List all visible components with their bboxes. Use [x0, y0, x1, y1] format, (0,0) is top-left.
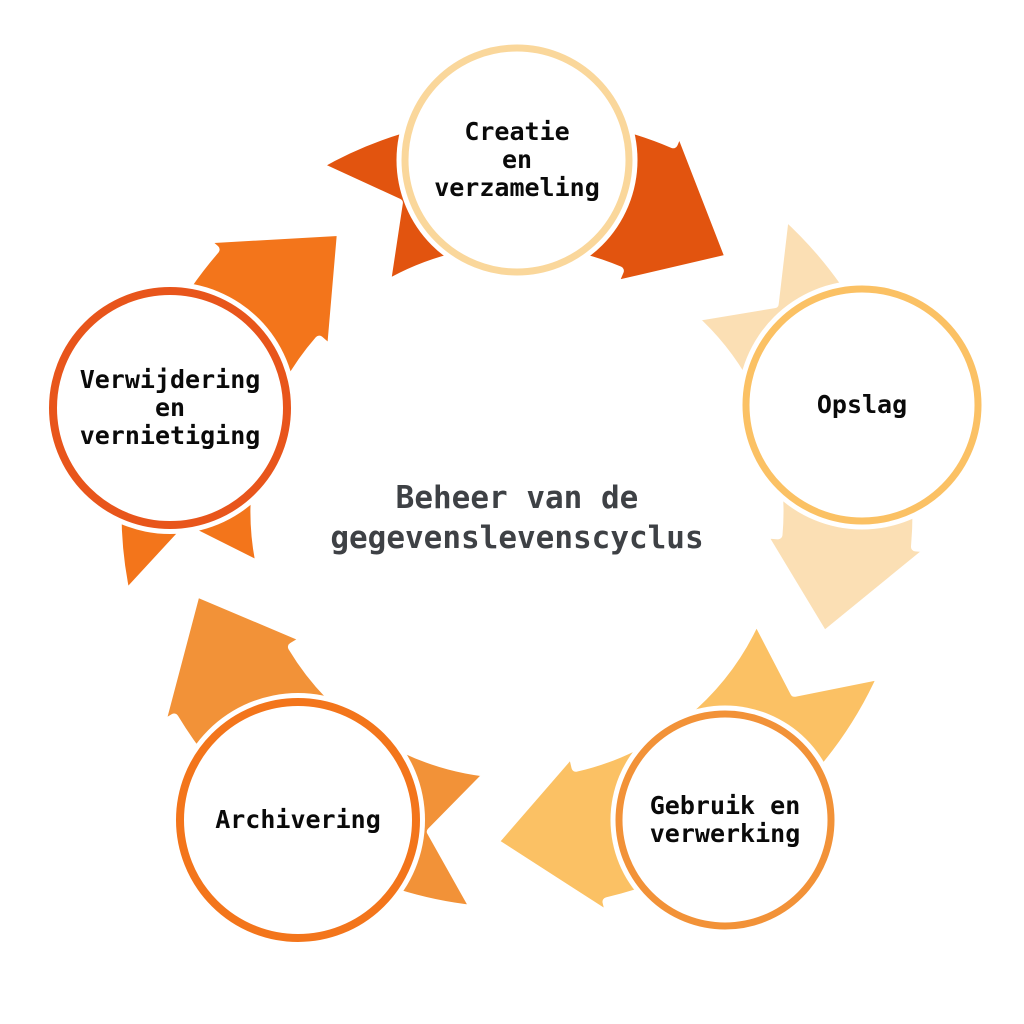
node-circle-verwijdering-en-vernietiging[interactable] [49, 287, 291, 529]
diagram-center-title: Beheer van de gegevenslevenscyclus [330, 479, 704, 556]
node-circle-creatie-en-verzameling[interactable] [401, 44, 633, 276]
node-circle-gebruik-en-verwerking[interactable] [615, 710, 835, 930]
node-circle-archivering[interactable] [176, 698, 420, 942]
node-circle-layer [44, 39, 987, 947]
node-circle-opslag[interactable] [742, 285, 982, 525]
